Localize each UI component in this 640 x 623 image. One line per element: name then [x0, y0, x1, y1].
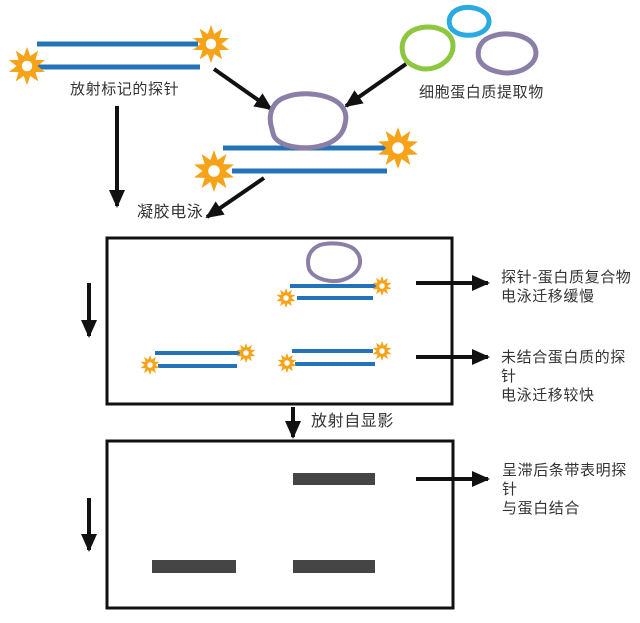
arrow-probe-to-complex	[212, 67, 273, 111]
protein-blob-purple-icon	[475, 31, 539, 76]
autoradiography-label: 放射自显影	[311, 413, 395, 430]
gel-electrophoresis-box	[105, 236, 454, 406]
gel-band-free-left	[152, 560, 236, 573]
unbound-migration-note: 未结合蛋白质的探针 电泳迁移较快	[501, 349, 626, 404]
bound-protein-blob-icon	[306, 241, 363, 284]
probe-protein-complex	[194, 91, 418, 192]
protein-blob-green-icon	[399, 24, 456, 72]
gel-band-free-right	[293, 560, 375, 573]
arrow-complex-to-gel	[205, 176, 266, 219]
protein-blob-blue-icon	[446, 4, 492, 38]
complex-migration-note: 探针-蛋白质复合物 电泳迁移缓慢	[501, 269, 632, 305]
shifted-band-note: 呈滞后条带表明探针 与蛋白结合	[502, 462, 627, 517]
radioactive-star-icon	[192, 25, 230, 63]
gel-electrophoresis-label: 凝胶电泳	[137, 204, 204, 221]
radioactive-star-icon	[194, 150, 234, 192]
gel-complex-lane	[276, 241, 392, 308]
bound-protein-blob-icon	[267, 91, 349, 151]
arrow-extract-to-complex	[344, 62, 408, 108]
autoradiograph-box	[105, 439, 455, 610]
cell-extract-label: 细胞蛋白质提取物	[419, 84, 544, 101]
gel-band-shifted	[293, 473, 375, 485]
labeled-probe-top	[8, 25, 230, 85]
probe-label: 放射标记的探针	[70, 81, 180, 98]
gel-free-probe-right	[277, 341, 392, 373]
gel-free-probe-left	[140, 343, 256, 375]
cell-protein-extract	[399, 4, 539, 76]
